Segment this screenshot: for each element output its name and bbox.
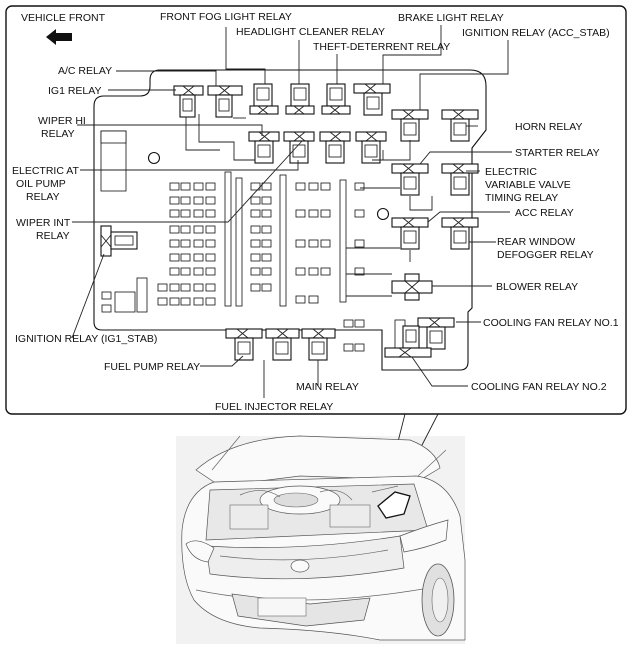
cooling-fan-relay-no2-label: COOLING FAN RELAY NO.2: [471, 381, 607, 393]
electric-vvt-relay-label-line2: VARIABLE VALVE: [485, 179, 571, 191]
acc-relay: [391, 217, 429, 250]
electric-at-oil-pump-relay: [283, 131, 315, 164]
electric-vvt-relay-label-line3: TIMING RELAY: [485, 192, 558, 204]
headlight-cleaner-relay: [285, 83, 315, 115]
rear-window-defogger-relay-label-line1: REAR WINDOW: [497, 236, 575, 248]
ac-relay-label: A/C RELAY: [58, 65, 112, 77]
electric-vvt-relay-label-line1: ELECTRIC: [485, 166, 537, 178]
headlight-cleaner-relay-label: HEADLIGHT CLEANER RELAY: [236, 26, 385, 38]
ignition-relay-ig1-stab-label: IGNITION RELAY (IG1_STAB): [15, 333, 157, 345]
brake-light-relay: [353, 83, 391, 116]
blower-relay-label: BLOWER RELAY: [496, 281, 578, 293]
ig1-relay: [173, 85, 204, 118]
starter-relay: [391, 163, 429, 196]
cooling-fan-relay-no1: [417, 317, 455, 350]
brake-light-relay-label: BRAKE LIGHT RELAY: [398, 12, 504, 24]
wiper-int-relay: [319, 131, 351, 164]
fuel-pump-relay: [225, 328, 263, 361]
mounting-hole: [147, 151, 161, 165]
relay-box-outline: [93, 69, 487, 371]
vehicle-illustration: [176, 413, 466, 644]
ignition-relay-ig1-stab: [100, 225, 138, 257]
fuel-injector-relay-label: FUEL INJECTOR RELAY: [215, 401, 333, 413]
rear-window-defogger-relay: [441, 217, 479, 250]
ig1-relay-label: IG1 RELAY: [48, 85, 102, 97]
horn-relay: [441, 109, 479, 142]
vehicle-front-arrow-icon: [46, 29, 72, 45]
relay-box-location: [377, 491, 411, 519]
ac-relay: [207, 85, 243, 118]
fuel-injector-relay: [265, 328, 300, 361]
theft-deterrent-relay-label: THEFT-DETERRENT RELAY: [313, 41, 450, 53]
electric-at-oil-pump-relay-label-line2: OIL PUMP: [16, 178, 66, 190]
cooling-fan-relay-no1-label: COOLING FAN RELAY NO.1: [483, 317, 619, 329]
wiper-hi-relay-label-line2: RELAY: [41, 128, 75, 140]
wiper-int-relay-label-line2: RELAY: [36, 230, 70, 242]
main-relay-label: MAIN RELAY: [296, 381, 359, 393]
acc-relay-label: ACC RELAY: [515, 207, 574, 219]
blower-relay: [391, 273, 433, 301]
bus-bars: [224, 171, 347, 307]
mounting-hole: [376, 207, 390, 221]
mini-fuses: [101, 182, 406, 353]
wiper-hi-relay-label-line1: WIPER HI: [38, 115, 86, 127]
cooling-fan-relay-no2: [384, 325, 432, 358]
wiper-hi-relay: [248, 131, 280, 164]
ignition-relay-acc-stab-label: IGNITION RELAY (ACC_STAB): [462, 27, 610, 39]
fuel-pump-relay-label: FUEL PUMP RELAY: [104, 361, 200, 373]
ignition-relay-acc-stab: [391, 109, 429, 142]
theft-deterrent-relay: [321, 83, 351, 115]
horn-relay-label: HORN RELAY: [515, 121, 583, 133]
starter-relay-label: STARTER RELAY: [515, 147, 600, 159]
front-fog-light-relay: [249, 83, 279, 115]
electric-at-oil-pump-relay-label-line3: RELAY: [26, 191, 60, 203]
vehicle-front-label: VEHICLE FRONT: [21, 12, 106, 24]
electric-at-oil-pump-relay-label-line1: ELECTRIC AT: [12, 165, 79, 177]
rear-window-defogger-relay-label-line2: DEFOGGER RELAY: [497, 249, 594, 261]
leader-lines: [71, 25, 512, 398]
internal-wiring: [185, 114, 433, 297]
relay-c4: [355, 131, 387, 164]
electric-vvt-relay: [441, 163, 479, 196]
wiper-int-relay-label-line1: WIPER INT: [16, 217, 71, 229]
front-fog-light-relay-label: FRONT FOG LIGHT RELAY: [160, 11, 292, 23]
